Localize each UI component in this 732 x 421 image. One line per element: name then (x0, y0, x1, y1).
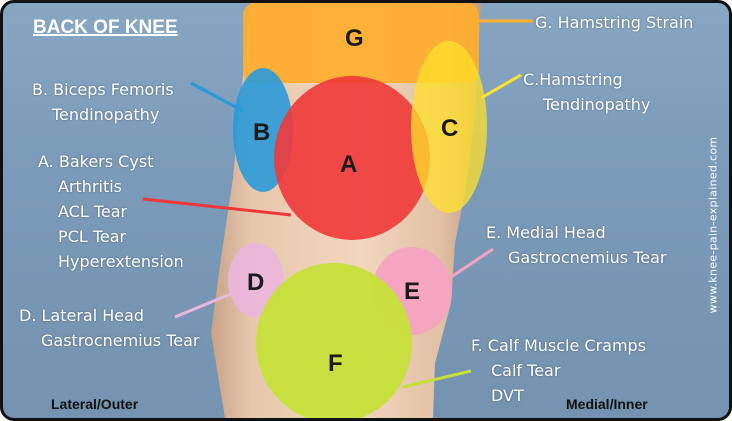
pointer-line-c (480, 73, 522, 100)
zone-a-letter: A (340, 151, 358, 178)
label-bakers-cyst-group: A. Bakers Cyst Arthritis ACL Tear PCL Te… (38, 152, 184, 271)
pointer-line-a (142, 197, 292, 217)
zone-a-shape (274, 76, 430, 240)
label-calf-cramps-group: F. Calf Muscle Cramps Calf Tear DVT (471, 336, 647, 405)
leg-illustration (142, 3, 533, 418)
zone-g-shape (243, 3, 479, 83)
zone-b-letter: B (253, 119, 271, 146)
zone-f-shape (256, 263, 412, 418)
label-hamstring-strain: G. Hamstring Strain (535, 13, 694, 32)
zone-d-letter: D (247, 269, 265, 296)
label-medial-head: E. Medial Head Gastrocnemius Tear (486, 223, 667, 267)
zone-e-letter: E (404, 278, 421, 305)
pointer-line-b (190, 81, 244, 113)
label-hamstring-tendinopathy: C.Hamstring Tendinopathy (523, 70, 651, 114)
pointer-line-f (402, 369, 472, 389)
zone-f-letter: F (328, 350, 343, 377)
website-watermark: www.knee-pain-explained.com (706, 136, 720, 314)
page-title: BACK OF KNEE (33, 17, 178, 38)
zone-c-letter: C (441, 115, 459, 142)
zone-g-letter: G (345, 25, 364, 52)
pointer-line-d (174, 291, 234, 319)
zone-c-shape (411, 41, 487, 213)
lateral-outer-label: Lateral/Outer (51, 396, 139, 412)
label-biceps-femoris: B. Biceps Femoris Tendinopathy (32, 80, 174, 124)
label-lateral-head: D. Lateral Head Gastrocnemius Tear (19, 306, 200, 350)
medial-inner-label: Medial/Inner (566, 396, 648, 412)
pointer-line-e (450, 247, 494, 279)
